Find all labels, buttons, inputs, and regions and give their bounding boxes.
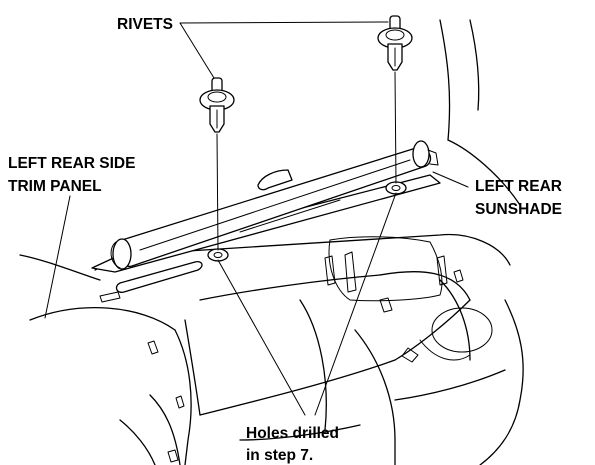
interior-panels bbox=[19, 19, 524, 465]
holes-label-line1: Holes drilled bbox=[246, 425, 339, 442]
trim-panel-label-line2: TRIM PANEL bbox=[8, 178, 102, 195]
sunshade-assembly bbox=[91, 140, 441, 293]
rivet-right bbox=[377, 15, 413, 71]
trim-panel-label-line1: LEFT REAR SIDE bbox=[8, 155, 135, 172]
leader-lines bbox=[44, 21, 469, 416]
holes-label-line2: in step 7. bbox=[246, 447, 313, 464]
rivet-left bbox=[199, 77, 235, 133]
sunshade-label-line2: SUNSHADE bbox=[475, 201, 562, 218]
rivets-label: RIVETS bbox=[117, 16, 173, 33]
sunshade-label-line1: LEFT REAR bbox=[475, 178, 562, 195]
